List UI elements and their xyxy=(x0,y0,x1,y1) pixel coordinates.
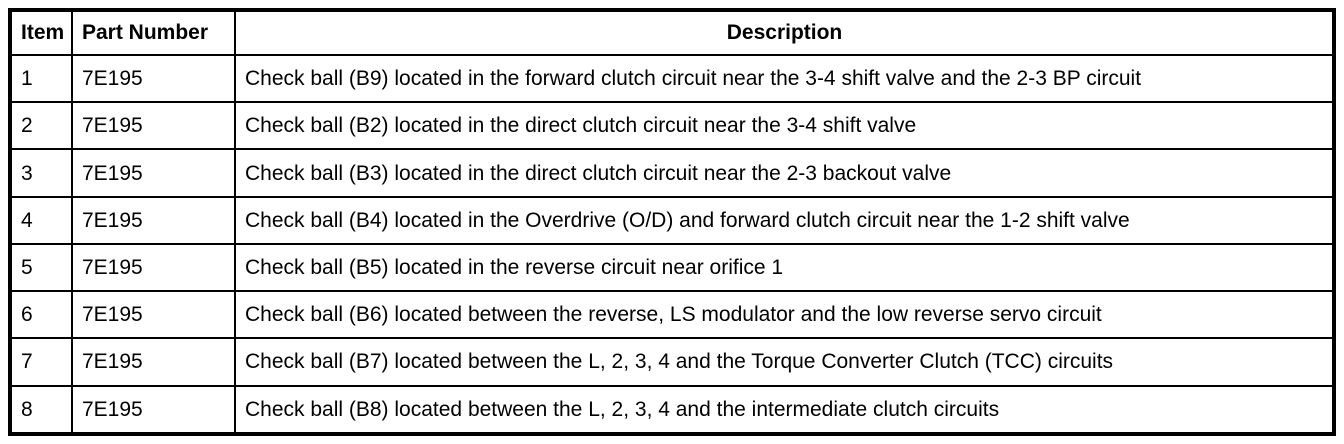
item-cell: 7 xyxy=(9,337,73,387)
description-cell: Check ball (B5) located in the reverse c… xyxy=(234,242,1335,293)
description-cell: Check ball (B7) located between the L, 2… xyxy=(234,337,1335,387)
part-number-cell: 7E195 xyxy=(71,195,236,245)
column-header-description: Description xyxy=(234,9,1335,56)
header-row: Item Part Number Description xyxy=(9,9,1335,56)
part-number-cell: 7E195 xyxy=(71,337,236,387)
description-cell: Check ball (B4) located in the Overdrive… xyxy=(234,195,1335,245)
description-cell: Check ball (B2) located in the direct cl… xyxy=(234,101,1335,151)
item-cell: 2 xyxy=(9,101,73,151)
description-cell: Check ball (B6) located between the reve… xyxy=(234,290,1335,340)
part-number-cell: 7E195 xyxy=(71,290,236,340)
table-row: 4 7E195 Check ball (B4) located in the O… xyxy=(9,195,1335,245)
table-row: 2 7E195 Check ball (B2) located in the d… xyxy=(9,101,1335,151)
item-cell: 4 xyxy=(9,195,73,245)
table-row: 8 7E195 Check ball (B8) located between … xyxy=(9,384,1335,436)
item-cell: 8 xyxy=(9,384,73,436)
item-cell: 6 xyxy=(9,290,73,340)
table-row: 6 7E195 Check ball (B6) located between … xyxy=(9,290,1335,340)
description-cell: Check ball (B3) located in the direct cl… xyxy=(234,148,1335,198)
column-header-item: Item xyxy=(9,9,73,56)
item-cell: 3 xyxy=(9,148,73,198)
parts-table: Item Part Number Description 1 7E195 Che… xyxy=(8,8,1336,436)
description-cell: Check ball (B8) located between the L, 2… xyxy=(234,384,1335,436)
table-row: 1 7E195 Check ball (B9) located in the f… xyxy=(9,53,1335,104)
part-number-cell: 7E195 xyxy=(71,148,236,198)
item-cell: 1 xyxy=(9,53,73,104)
part-number-cell: 7E195 xyxy=(71,53,236,104)
item-cell: 5 xyxy=(9,242,73,293)
column-header-part-number: Part Number xyxy=(71,9,236,56)
table-row: 7 7E195 Check ball (B7) located between … xyxy=(9,337,1335,387)
part-number-cell: 7E195 xyxy=(71,242,236,293)
part-number-cell: 7E195 xyxy=(71,384,236,436)
part-number-cell: 7E195 xyxy=(71,101,236,151)
table-row: 5 7E195 Check ball (B5) located in the r… xyxy=(9,242,1335,293)
table-row: 3 7E195 Check ball (B3) located in the d… xyxy=(9,148,1335,198)
description-cell: Check ball (B9) located in the forward c… xyxy=(234,53,1335,104)
